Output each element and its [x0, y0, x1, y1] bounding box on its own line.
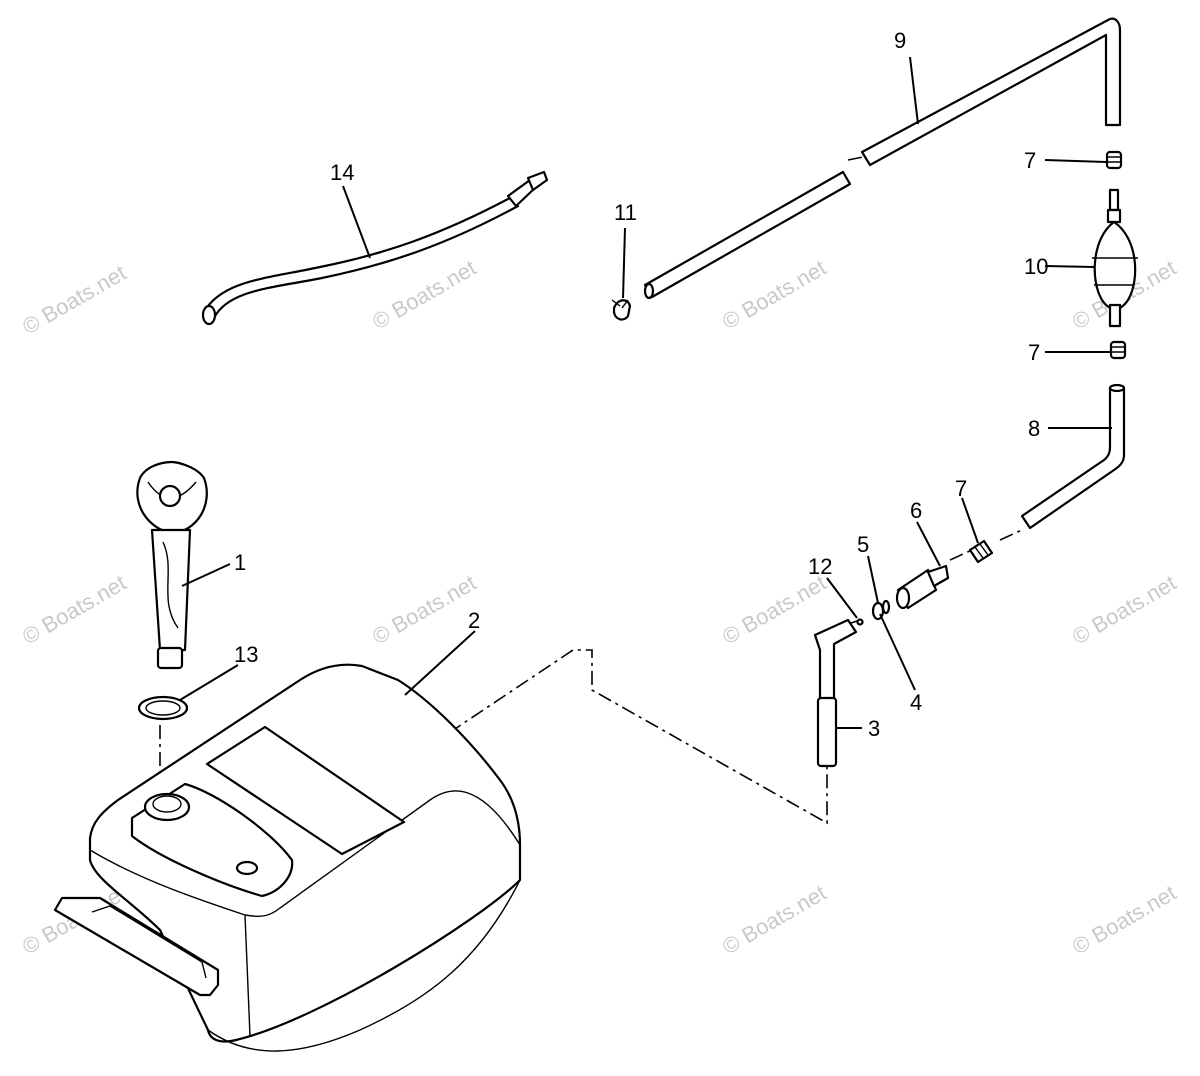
part-8-fuel-hose [1020, 383, 1126, 530]
watermark: © Boats.net [1068, 880, 1180, 959]
part-2-fuel-tank [53, 663, 522, 1052]
watermark: © Boats.net [18, 570, 130, 649]
part-3-pickup-tube [813, 618, 858, 768]
watermark: © Boats.net [718, 255, 830, 334]
callout-9: 10 [1024, 254, 1048, 279]
part-13-gasket [137, 695, 189, 721]
callout-10: 9 [894, 28, 906, 53]
callout-13: 13 [234, 642, 258, 667]
leader-lines [179, 56, 1112, 729]
callout-6: 6 [910, 498, 922, 523]
watermark-left: © Boats.net [18, 260, 130, 339]
part-11-hose-clamp [611, 299, 632, 321]
watermark: © Boats.net [718, 570, 830, 649]
watermark: © Boats.net [368, 255, 480, 334]
part-14-fuel-hose [201, 170, 549, 326]
callout-12: 12 [808, 554, 832, 579]
part-10-fuel-hose [643, 17, 1122, 300]
watermark: © Boats.net [368, 570, 480, 649]
part-9-primer-bulb [1092, 188, 1138, 328]
callout-14: 14 [330, 160, 354, 185]
part-12-pin [856, 618, 864, 626]
part-4-washer [881, 599, 891, 615]
callout-1: 1 [234, 550, 246, 575]
callout-7-top: 7 [1024, 148, 1036, 173]
part-1-fuel-gauge [136, 460, 208, 670]
callout-4: 4 [910, 690, 922, 715]
callout-2: 2 [468, 608, 480, 633]
callout-8: 8 [1028, 416, 1040, 441]
callout-labels: 9 14 11 7 10 7 8 7 6 5 12 1 2 13 4 3 [234, 28, 1048, 741]
part-7-connector-lower [968, 539, 994, 564]
part-7-connector-middle [1109, 340, 1127, 360]
callout-11: 11 [614, 200, 637, 225]
callout-7-lower: 7 [955, 476, 967, 501]
part-6-fuel-connector [895, 564, 950, 610]
callout-7-middle: 7 [1028, 340, 1040, 365]
watermark: © Boats.net [718, 880, 830, 959]
callout-5: 5 [857, 532, 869, 557]
watermark: © Boats.net [1068, 570, 1180, 649]
part-7-connector-top [1105, 150, 1123, 170]
callout-3: 3 [868, 716, 880, 741]
